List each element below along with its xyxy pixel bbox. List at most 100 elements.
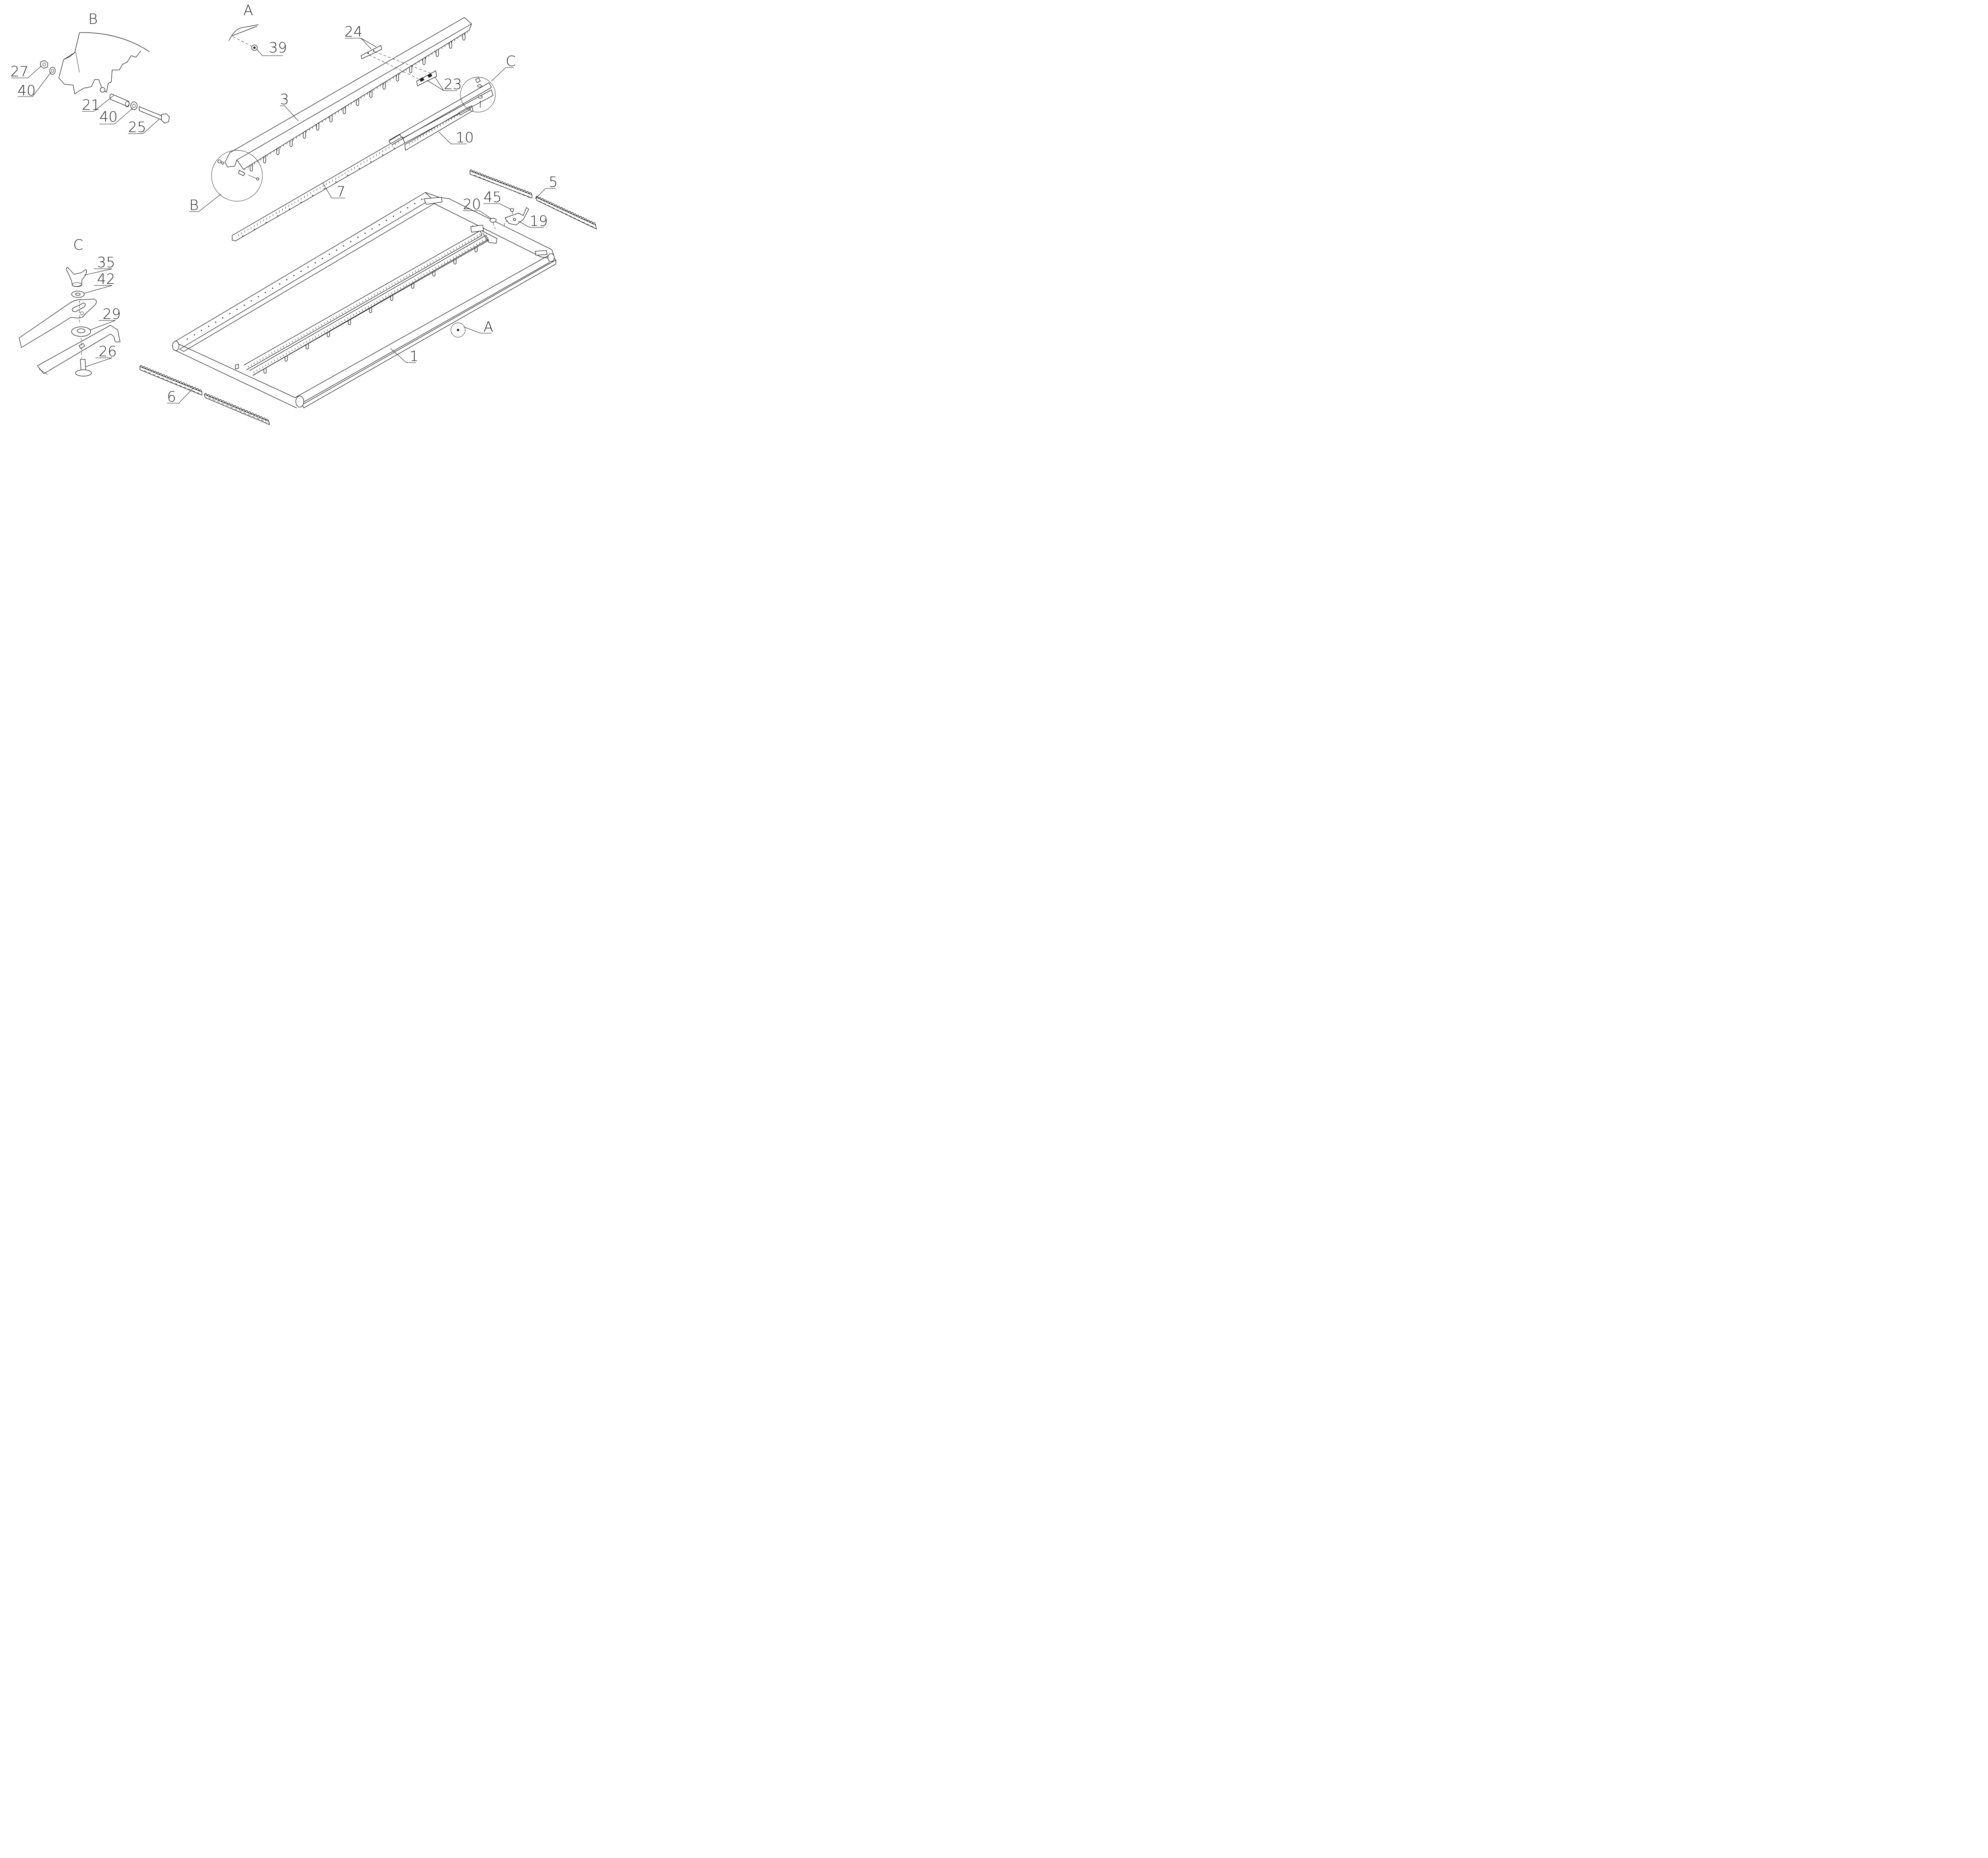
frame-rail-hole — [379, 224, 380, 225]
beam-3-lug — [449, 41, 452, 49]
frame-front-tube-bottom — [174, 349, 297, 408]
beam-3-lug — [329, 114, 333, 122]
center-rail-tooth — [423, 265, 425, 268]
leader-c-main — [491, 67, 514, 82]
center-rail-tooth — [380, 290, 381, 293]
leader-23 — [427, 77, 457, 91]
center-rail-tooth — [277, 357, 278, 360]
center-rail-lugs — [263, 247, 478, 374]
center-rail-tooth — [248, 365, 249, 368]
slotted-rail-lower — [402, 89, 493, 144]
leader-10 — [439, 132, 467, 144]
center-rail-tooth — [321, 324, 322, 326]
bar-7-hole — [312, 195, 313, 196]
beam-3-lug — [343, 106, 346, 115]
center-rail-lug — [474, 247, 478, 252]
center-rail-tooth — [470, 239, 472, 241]
leader-19 — [518, 221, 544, 228]
bar-7-outline — [232, 136, 405, 241]
center-rail-tooth — [327, 320, 328, 322]
bracket-19 — [505, 207, 529, 225]
detail-c-axis — [79, 301, 82, 359]
center-rail-tooth — [268, 354, 270, 356]
frame-back-member-lower — [434, 203, 551, 259]
frame-rail-hole — [414, 203, 415, 204]
leader-21 — [82, 95, 114, 112]
strip-5-right-dash — [539, 201, 594, 228]
detail-view-c: C 35 42 29 26 — [19, 237, 121, 377]
leader-40-upper — [17, 72, 51, 97]
center-rail-tooth — [423, 274, 425, 276]
detail-b-fold — [75, 51, 80, 73]
center-rail-tooth — [417, 277, 419, 279]
beam-3-top — [229, 17, 472, 160]
callout-b-washer — [221, 161, 224, 165]
label-23: 23 — [444, 76, 462, 93]
label-35: 35 — [97, 254, 115, 271]
bracket-19-hole — [513, 218, 516, 221]
frame-rail-hole — [329, 254, 330, 255]
bar-7-hole — [265, 222, 267, 223]
frame-front-left-end — [172, 341, 179, 351]
label-40-lower: 40 — [99, 109, 118, 125]
part-3-beam: 3 — [225, 17, 472, 172]
center-rail-tooth — [447, 260, 448, 262]
center-rail-tooth — [268, 363, 269, 365]
center-rail-tooth — [379, 299, 381, 301]
frame-rail-hole — [194, 334, 195, 336]
strip-6-right-dash — [208, 397, 267, 423]
detail-b-hole — [100, 87, 105, 93]
center-rail-tooth — [450, 250, 451, 252]
beam-3-lug — [462, 32, 466, 41]
center-rail-tooth — [274, 359, 275, 361]
detail-c-title: C — [73, 237, 83, 253]
strip-6-serration — [140, 365, 202, 392]
center-rail-tooth — [286, 344, 287, 346]
center-rail-tooth — [371, 304, 372, 306]
label-6: 6 — [167, 389, 176, 405]
washer-42-bore — [75, 293, 81, 296]
center-rail-2 — [249, 235, 489, 376]
part-5-strip: 5 — [470, 169, 597, 229]
label-19: 19 — [530, 213, 548, 229]
bar-7-hole — [242, 235, 243, 237]
center-rail-tooth — [280, 356, 281, 358]
center-rail-tooth — [312, 338, 313, 340]
center-rail-tooth — [250, 364, 252, 366]
frame-rail-hole — [315, 262, 316, 264]
center-rail-tooth — [289, 342, 290, 344]
center-rail-tooth — [441, 255, 443, 257]
detail-b-bracket — [63, 52, 75, 60]
frame-rail-hole — [300, 270, 302, 272]
leader-20 — [463, 210, 492, 219]
plate-23-pad-1 — [419, 77, 425, 82]
exploded-assembly-drawing: B 27 40 21 40 25 A — [10, 2, 597, 425]
center-rail-tooth — [303, 334, 305, 336]
wing-nut-35-base — [72, 282, 82, 287]
callout-b-bolt-head — [256, 177, 259, 181]
detail-b-title: B — [88, 11, 98, 27]
center-rail-tooth — [315, 336, 316, 338]
center-rail-tooth — [362, 309, 363, 311]
center-rail-tooth — [365, 307, 366, 309]
label-42: 42 — [97, 271, 115, 287]
washer-40-upper — [49, 67, 56, 75]
detail-view-a: A 39 — [229, 2, 287, 56]
frame-rail-hole — [222, 317, 223, 318]
frame-front-tube-top — [174, 342, 295, 398]
center-rail-tooth — [309, 330, 311, 332]
bar-7-hole — [300, 202, 302, 203]
frame-rail-hole — [336, 249, 337, 251]
center-rail-tooth — [344, 319, 346, 321]
center-rail-tooth — [464, 250, 466, 252]
callout-b-nut — [217, 159, 221, 163]
washer-20 — [489, 218, 497, 223]
frame-back-right-end — [547, 253, 555, 262]
bolt-25-shank — [139, 106, 163, 120]
slotted-rail — [389, 82, 493, 145]
strip-6-left-base — [140, 366, 202, 396]
frame-rail-hole — [371, 228, 373, 230]
center-rail-tooth — [280, 347, 282, 349]
label-25: 25 — [128, 119, 146, 136]
beam-3-face — [237, 30, 470, 170]
